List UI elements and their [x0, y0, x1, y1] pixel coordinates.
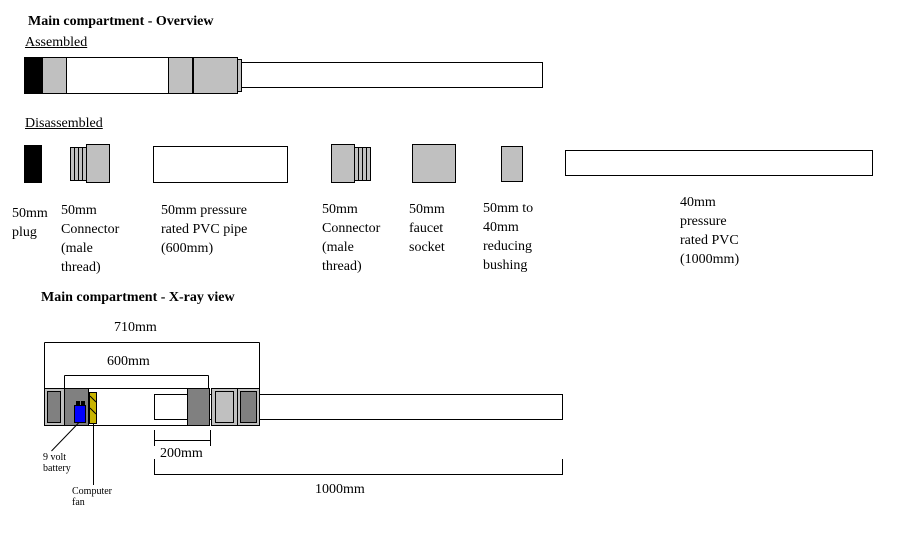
xray-battery	[74, 405, 86, 423]
xray-assembly	[44, 342, 563, 485]
overview-title: Main compartment - Overview	[28, 14, 214, 29]
xray-title: Main compartment - X-ray view	[41, 290, 235, 305]
part-label-plug: 50mm plug	[12, 206, 48, 240]
part-connector-2	[331, 144, 371, 183]
dim-line-710	[44, 342, 260, 388]
part-pipe-40	[565, 150, 873, 176]
dim-label-200: 200mm	[160, 446, 203, 461]
part-label-connector-2: 50mm Connector (male thread)	[322, 202, 381, 274]
part-reducing-bushing	[501, 146, 523, 182]
part-faucet-socket	[412, 144, 456, 183]
xray-connector-2	[187, 388, 210, 426]
dim-label-600: 600mm	[107, 354, 150, 369]
asm-bushing-rim	[237, 59, 242, 92]
asm-connector-1	[42, 57, 67, 94]
part-connector-1	[70, 144, 110, 183]
fan-label: Computer fan	[72, 486, 112, 508]
battery-leader	[51, 422, 79, 452]
dim-line-600	[64, 375, 209, 388]
asm-plug	[24, 57, 43, 94]
xray-fan	[89, 392, 97, 424]
part-label-pipe-40: 40mm pressure rated PVC (1000mm)	[680, 195, 740, 267]
dim-line-200	[154, 430, 211, 446]
asm-50mm-pipe	[64, 57, 173, 94]
dim-label-1000: 1000mm	[315, 482, 365, 497]
disassembled-parts	[24, 144, 873, 183]
asm-faucet-socket	[193, 57, 238, 94]
disassembled-label: Disassembled	[25, 116, 103, 131]
part-label-connector-1: 50mm Connector (male thread)	[61, 203, 120, 275]
part-pipe-50	[153, 146, 288, 183]
assembled-label: Assembled	[25, 35, 88, 50]
part-label-faucet-socket: 50mm faucet socket	[409, 202, 445, 255]
part-plug	[24, 145, 42, 183]
battery-label: 9 volt battery	[43, 452, 71, 474]
asm-connector-2	[168, 57, 193, 94]
dim-label-710: 710mm	[114, 320, 157, 335]
part-label-pipe-50: 50mm pressure rated PVC pipe (600mm)	[161, 203, 248, 256]
dim-line-1000	[154, 459, 563, 475]
part-label-reducing-bushing: 50mm to 40mm reducing bushing	[483, 201, 534, 273]
assembled-assembly	[24, 57, 543, 94]
asm-40mm-pipe	[238, 62, 543, 88]
